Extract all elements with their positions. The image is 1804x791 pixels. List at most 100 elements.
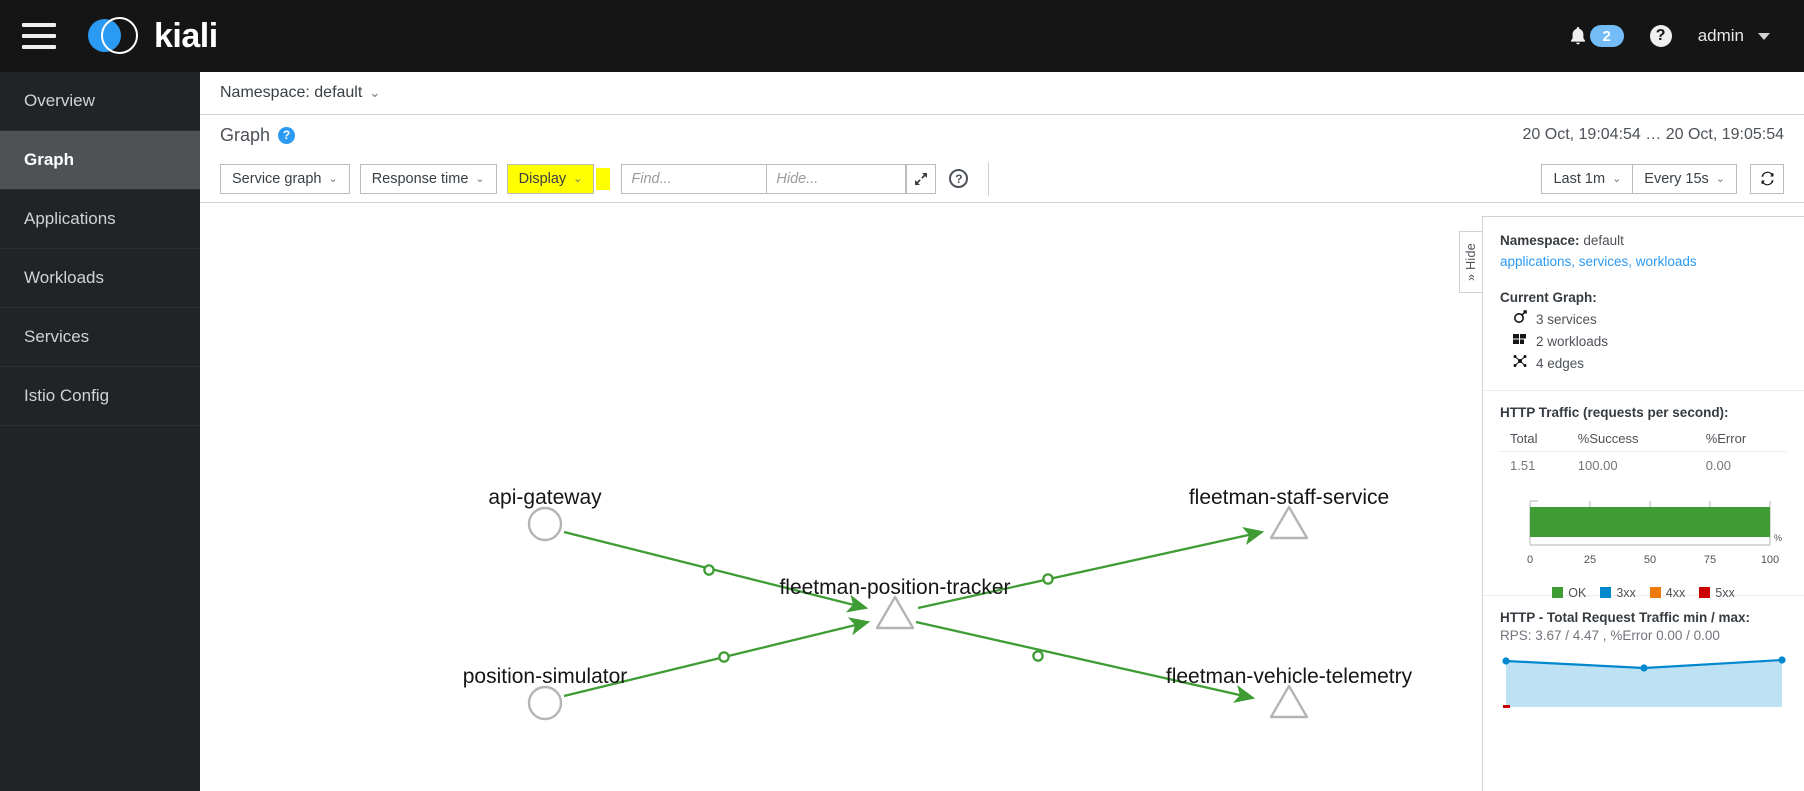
- sidebar-item-graph[interactable]: Graph: [0, 131, 200, 190]
- tick-25: 25: [1584, 554, 1596, 566]
- sidebar-item-workloads[interactable]: Workloads: [0, 249, 200, 308]
- graph-summary-panel: » Hide Namespace: default applications, …: [1459, 216, 1804, 791]
- sidebar-item-label: Workloads: [24, 268, 104, 287]
- node-fleetman-staff-service[interactable]: [1269, 505, 1309, 540]
- brand-logo[interactable]: kiali: [86, 14, 218, 58]
- find-input[interactable]: [621, 163, 767, 194]
- stat-services: 3 services: [1500, 309, 1787, 331]
- user-name: admin: [1697, 26, 1744, 45]
- legend-label-5xx: 5xx: [1715, 585, 1735, 600]
- edge-labels-label: Response time: [371, 170, 469, 187]
- table-row: 1.51 100.00 0.00: [1500, 451, 1787, 477]
- stat-edges-text: 4 edges: [1536, 356, 1585, 372]
- edge-api-gateway-to-position-tracker[interactable]: [563, 530, 869, 613]
- toolbar-divider: [988, 161, 990, 196]
- sidebar-item-label: Graph: [24, 150, 75, 169]
- edge-labels-dropdown[interactable]: Response time ⌄: [359, 163, 497, 194]
- workload-icon: [1512, 332, 1527, 352]
- edge-position-simulator-to-position-tracker[interactable]: [563, 617, 871, 698]
- sync-icon: [1760, 171, 1774, 186]
- request-traffic-sparkline[interactable]: [1500, 651, 1787, 716]
- namespace-links[interactable]: applications, services, workloads: [1500, 253, 1697, 269]
- hide-input[interactable]: [766, 163, 907, 194]
- sidebar: Overview Graph Applications Workloads Se…: [0, 72, 200, 791]
- masthead-actions: 2 ? admin: [1568, 25, 1804, 47]
- hamburger-icon[interactable]: [22, 23, 56, 49]
- help-circle-icon[interactable]: ?: [1649, 25, 1672, 47]
- graph-nodes: [527, 505, 1309, 721]
- duration-dropdown[interactable]: Last 1m ⌄: [1541, 163, 1634, 194]
- legend-label-4xx: 4xx: [1665, 585, 1686, 600]
- expand-icon[interactable]: [906, 163, 937, 194]
- sparkline-point: [1640, 663, 1648, 672]
- node-label-fleetman-staff-service: fleetman-staff-service: [1188, 486, 1390, 509]
- sidebar-item-overview[interactable]: Overview: [0, 72, 200, 131]
- col-error: %Error: [1695, 426, 1787, 452]
- sparkline-title: HTTP - Total Request Traffic min / max:: [1500, 609, 1751, 625]
- legend-item-3xx[interactable]: 3xx: [1600, 586, 1636, 600]
- total-request-traffic-section: HTTP - Total Request Traffic min / max: …: [1483, 594, 1804, 716]
- sidebar-item-label: Applications: [24, 209, 116, 228]
- sparkline-subtitle: RPS: 3.67 / 4.47 , %Error 0.00 / 0.00: [1500, 627, 1720, 643]
- sidebar-item-label: Istio Config: [24, 386, 110, 405]
- bell-icon: [1570, 27, 1585, 45]
- node-label-fleetman-vehicle-telemetry: fleetman-vehicle-telemetry: [1165, 665, 1413, 688]
- edge-position-tracker-to-staff-service[interactable]: [917, 526, 1265, 610]
- node-position-simulator[interactable]: [527, 685, 563, 721]
- cell-total: 1.51: [1510, 457, 1536, 473]
- user-menu[interactable]: admin: [1698, 26, 1770, 46]
- legend-item-5xx[interactable]: 5xx: [1699, 585, 1735, 600]
- legend-item-4xx[interactable]: 4xx: [1649, 585, 1686, 600]
- sidebar-item-applications[interactable]: Applications: [0, 190, 200, 249]
- display-label: Display: [518, 170, 567, 187]
- page-title: Graph: [220, 124, 271, 145]
- stat-workloads: 2 workloads: [1500, 331, 1787, 353]
- node-fleetman-position-tracker[interactable]: [875, 595, 915, 630]
- refresh-interval-dropdown[interactable]: Every 15s ⌄: [1633, 163, 1737, 194]
- node-api-gateway[interactable]: [527, 506, 563, 542]
- chevron-down-icon: ⌄: [1612, 173, 1622, 185]
- toolbar-help-icon[interactable]: ?: [949, 169, 969, 188]
- display-dropdown[interactable]: Display ⌄: [506, 163, 595, 194]
- namespace-label: Namespace: default: [220, 84, 363, 101]
- graph-type-dropdown[interactable]: Service graph ⌄: [220, 163, 350, 194]
- sparkline-point: [1778, 655, 1786, 664]
- toolbar-right-controls: Last 1m ⌄ Every 15s ⌄: [1541, 163, 1784, 194]
- stat-edges: 4 edges: [1500, 353, 1787, 375]
- namespace-selector[interactable]: Namespace: default ⌄: [200, 72, 1804, 115]
- service-graph-canvas[interactable]: api-gateway position-simulator fleetman-…: [200, 204, 1482, 791]
- legend-swatch-3xx: [1600, 587, 1612, 599]
- question-circle-icon[interactable]: ?: [278, 126, 296, 144]
- bar-chart-legend: OK 3xx 4xx 5xx: [1500, 586, 1787, 600]
- node-fleetman-vehicle-telemetry[interactable]: [1269, 684, 1309, 719]
- service-icon: [1512, 309, 1527, 331]
- graph-svg: [527, 505, 1309, 721]
- graph-toolbar: Service graph ⌄ Response time ⌄ Display …: [200, 155, 1804, 203]
- cell-success: 100.00: [1577, 457, 1618, 473]
- legend-item-ok[interactable]: OK: [1552, 586, 1586, 600]
- stat-services-text: 3 services: [1536, 311, 1597, 327]
- edge-position-tracker-to-vehicle-telemetry[interactable]: [915, 620, 1256, 703]
- bar-axis-unit: %: [1774, 533, 1782, 543]
- legend-swatch-5xx: [1699, 587, 1711, 599]
- sidebar-item-services[interactable]: Services: [0, 308, 200, 367]
- edges-icon: [1512, 354, 1527, 375]
- node-label-position-simulator: position-simulator: [462, 665, 628, 688]
- sidebar-item-istio-config[interactable]: Istio Config: [0, 367, 200, 426]
- refresh-button[interactable]: [1750, 163, 1784, 194]
- bar-ok[interactable]: [1530, 506, 1770, 537]
- namespace-summary: Namespace: default applications, service…: [1483, 217, 1804, 376]
- chevron-down-icon: ⌄: [475, 173, 485, 185]
- graph-type-label: Service graph: [232, 170, 322, 187]
- hide-panel-toggle[interactable]: » Hide: [1459, 231, 1482, 293]
- tick-0: 0: [1527, 554, 1533, 566]
- kiali-logo-icon: [86, 14, 144, 58]
- notifications-button[interactable]: 2: [1568, 25, 1624, 47]
- chevron-down-icon: ⌄: [369, 85, 381, 100]
- table-header-row: Total %Success %Error: [1500, 426, 1787, 452]
- caret-down-icon: [1758, 32, 1770, 40]
- page-header: Graph ? 20 Oct, 19:04:54 … 20 Oct, 19:05…: [200, 115, 1804, 155]
- sparkline-svg: [1502, 655, 1786, 708]
- time-range-display: 20 Oct, 19:04:54 … 20 Oct, 19:05:54: [1522, 126, 1785, 143]
- legend-swatch-ok: [1552, 587, 1564, 599]
